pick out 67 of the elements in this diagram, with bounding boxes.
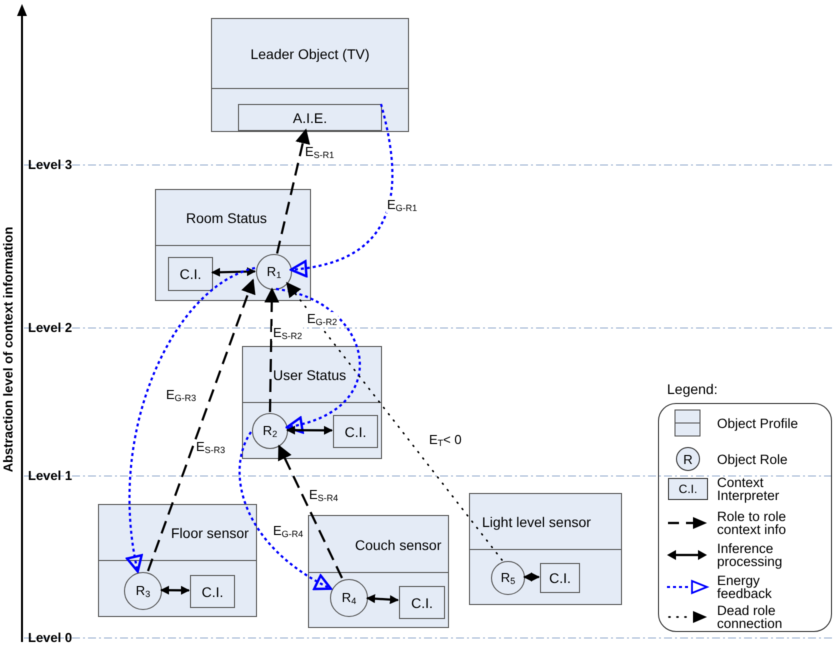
edge-label: E$_{G-R1}$ [386, 198, 418, 213]
edge-label: E$_{S-R2}$ [272, 326, 304, 341]
edge-label: E$_{S-R4}$ [308, 488, 340, 503]
inference-arrow [523, 572, 540, 582]
role-label: R$_{4}$ [342, 590, 356, 606]
edge-label: E$_{G-R4}$ [272, 524, 304, 539]
box-label: C.I. [344, 424, 366, 440]
context-interpreter-box [168, 257, 213, 291]
axis-label: Abstraction level of context information [0, 226, 16, 474]
context-interpreter-box [540, 563, 580, 593]
edge-label: E$_{T}$< 0 [428, 433, 463, 448]
level-label: Level 2 [28, 320, 72, 335]
box-label: A.I.E. [292, 110, 328, 126]
role-label: R$_{3}$ [136, 583, 150, 599]
edge-label: E$_{S-R1}$ [304, 145, 336, 160]
legend-text: Energy feedback [717, 574, 773, 600]
legend-text: Context Interpreter [717, 476, 780, 502]
edge-label: E$_{G-R3}$ [165, 388, 198, 403]
object-profile-box [211, 18, 409, 132]
role-label: R$_{1}$ [266, 264, 282, 280]
interpreter-icon: C.I. [668, 478, 708, 500]
object-profile-box [242, 346, 382, 459]
legend-text: Inference processing [717, 542, 784, 568]
legend-text: Object Role [717, 452, 789, 466]
box-label: C.I. [549, 570, 571, 586]
inference-arrow [366, 594, 399, 604]
energy-feedback-arrow [290, 104, 394, 276]
level-label: Level 3 [28, 157, 72, 172]
context-info-arrow [264, 288, 280, 412]
dead-role-arrow [286, 282, 503, 561]
edge-label: E$_{S-R3}$ [195, 440, 226, 455]
box-label: C.I. [411, 594, 433, 610]
context-interpreter-box [190, 575, 235, 608]
energy-feedback-arrow [126, 266, 256, 573]
object-profile-box [98, 504, 257, 617]
energy-feedback-arrow [238, 431, 332, 590]
box-label: C.I. [180, 266, 202, 282]
role-icon: R [676, 447, 700, 471]
inference-arrow [160, 586, 190, 595]
object-profile-box [155, 189, 311, 301]
object-profile-box [469, 493, 622, 605]
legend-text: Role to role context info [717, 510, 788, 536]
context-interpreter-box [399, 586, 445, 619]
context-info-arrow [276, 128, 310, 254]
context-info-arrow [278, 444, 343, 578]
profile-title: Floor sensor [171, 525, 249, 541]
profile-title: Light level sensor [482, 514, 591, 530]
inference-arrow [211, 267, 256, 277]
box-label: C.I. [202, 584, 224, 600]
role-label: R$_{2}$ [262, 423, 278, 439]
object-profile-box [308, 515, 449, 628]
legend-title: Legend: [667, 381, 718, 397]
edge-label: E$_{G-R2}$ [306, 312, 338, 327]
level-label: Level 0 [28, 630, 72, 645]
profile-title: Leader Object (TV) [250, 46, 370, 62]
profile-title: Couch sensor [355, 536, 442, 552]
legend-text: Dead role connection [717, 604, 784, 630]
profile-title: User Status [273, 367, 346, 383]
legend-text: Object Profile [717, 416, 800, 430]
level-label: Level 1 [28, 468, 72, 483]
profile-title: Room Status [186, 210, 267, 226]
context-info-arrow [146, 278, 256, 572]
inference-arrow [286, 426, 333, 435]
energy-feedback-arrow [276, 288, 360, 432]
inference-engine-box [238, 104, 382, 131]
context-interpreter-box [333, 415, 378, 448]
role-label: R$_{5}$ [500, 570, 516, 586]
